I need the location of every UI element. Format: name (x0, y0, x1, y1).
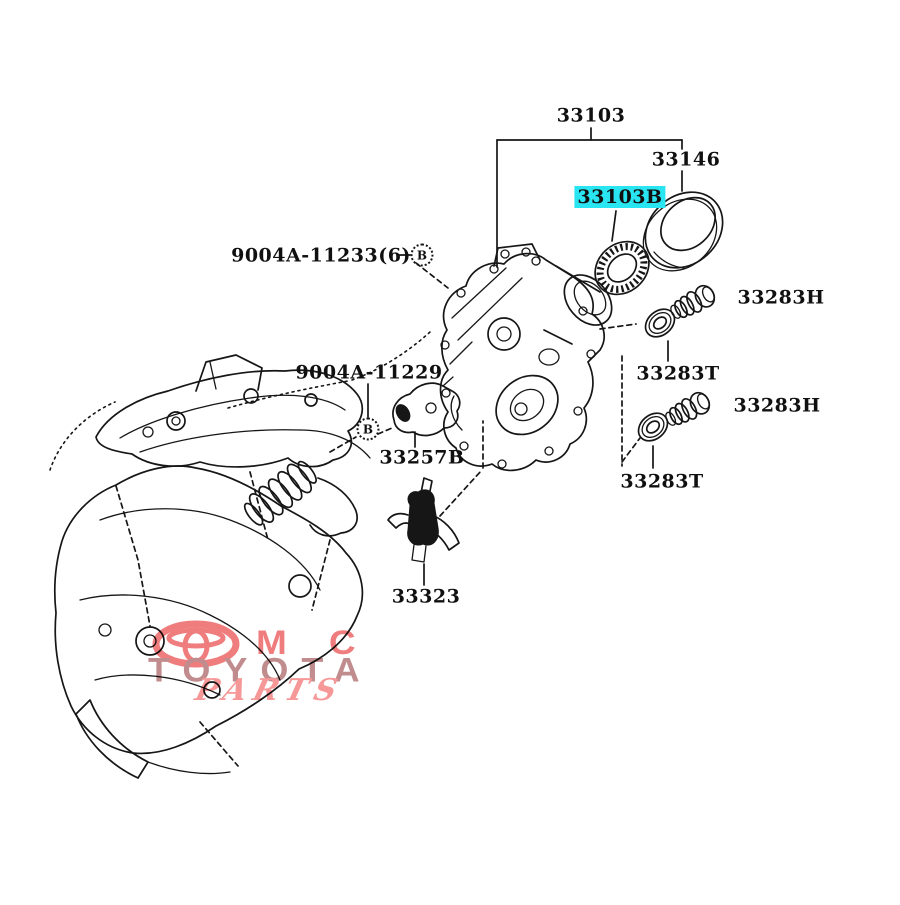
label-9004a-11233: 9004A-11233(6) (231, 244, 411, 267)
boot-accordion (239, 456, 321, 531)
label-9004a-11229: 9004A-11229 (295, 361, 443, 384)
fastener-symbol-b-top: B (410, 243, 434, 267)
label-33283t-bottom: 33283T (620, 470, 704, 493)
plug-33283h-top-part (667, 282, 718, 323)
label-33103: 33103 (556, 104, 626, 127)
plug-33283h-bottom-part (662, 389, 713, 430)
oil-seal-33103b-part (584, 231, 659, 305)
label-33103b-highlighted: 33103B (574, 186, 666, 208)
leader-lines (330, 128, 682, 585)
label-33323: 33323 (391, 585, 461, 608)
label-33257b: 33257B (379, 446, 465, 469)
fastener-symbol-b-middle: B (356, 417, 380, 441)
transfer-case-cover (441, 244, 622, 470)
washer-33283t-bottom-part (633, 408, 673, 447)
washer-33283t-top-part (640, 304, 680, 343)
label-33146: 33146 (651, 148, 721, 171)
lever-33323-part (388, 478, 459, 562)
bracket-33257b-part (393, 377, 460, 435)
label-33283h-bottom: 33283H (733, 394, 821, 417)
label-33283h-top: 33283H (737, 286, 825, 309)
label-33283t-top: 33283T (636, 362, 720, 385)
transmission-assembly (50, 332, 430, 778)
